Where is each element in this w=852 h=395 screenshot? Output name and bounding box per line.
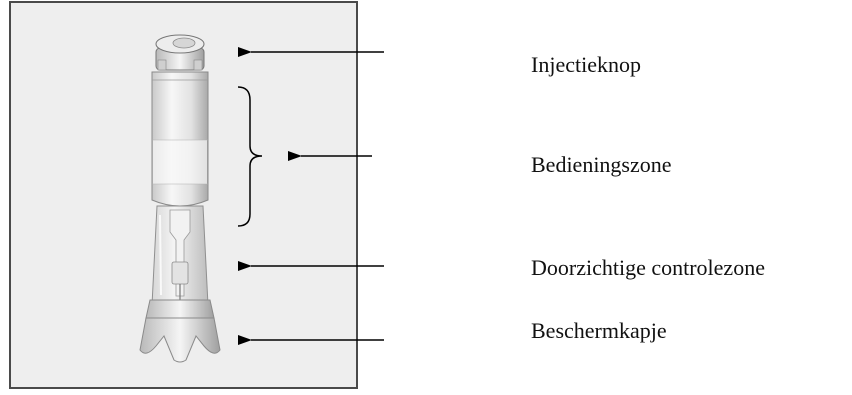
- inspection-zone-part: [151, 205, 209, 306]
- injection-button-part: [155, 34, 205, 71]
- injection-pen-illustration: [139, 34, 221, 363]
- label-operating-zone: Bedieningszone: [531, 152, 672, 177]
- label-injection-button: Injectieknop: [531, 52, 641, 77]
- label-protective-cap: Beschermkapje: [531, 318, 667, 343]
- operating-zone-part: [151, 71, 209, 207]
- protective-cap-part: [139, 299, 221, 363]
- label-inspection-zone: Doorzichtige controlezone: [531, 255, 765, 280]
- operating-zone-brace: [237, 86, 263, 227]
